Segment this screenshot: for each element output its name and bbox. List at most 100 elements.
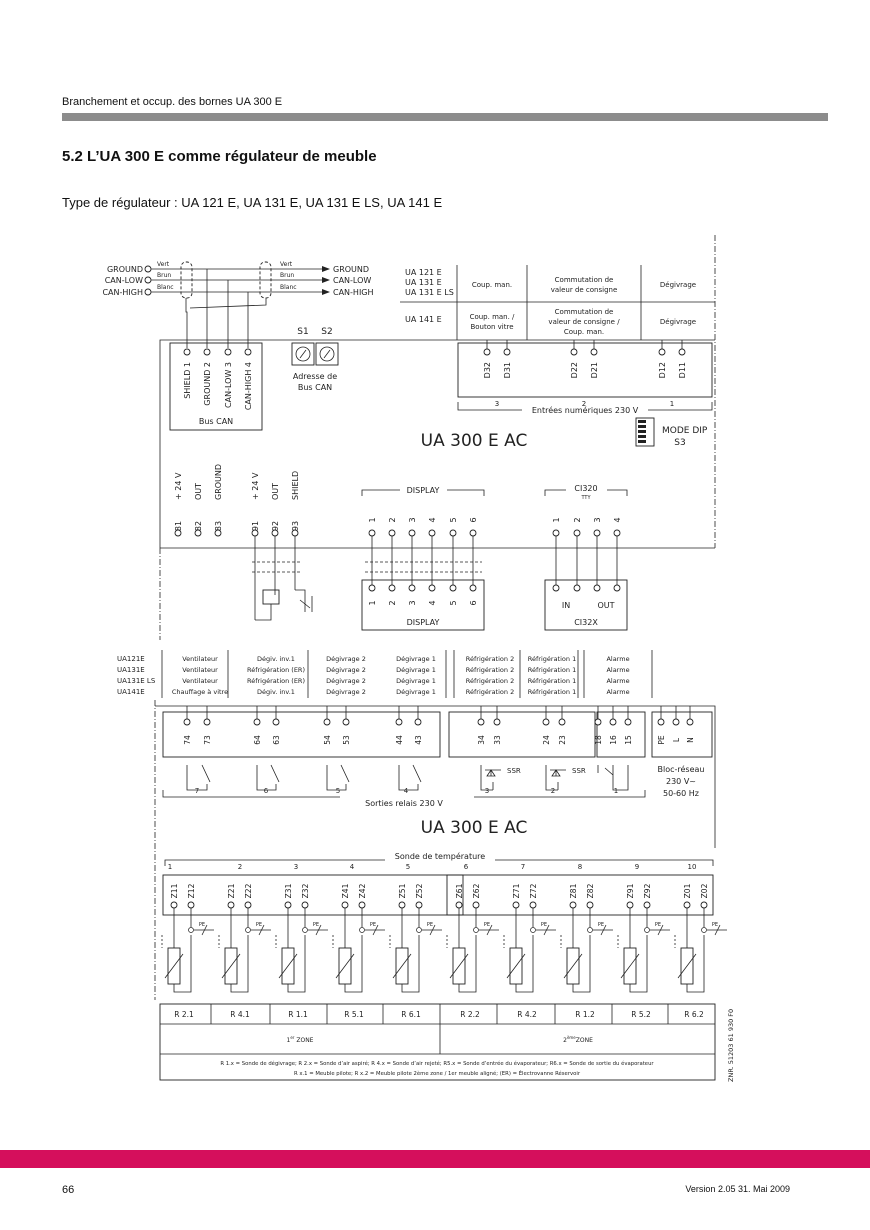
sensor-terminal — [301, 901, 309, 909]
relay-terminal — [558, 718, 566, 726]
relay-terminal — [657, 718, 665, 726]
sensor-terminal-label: Z41 — [341, 883, 350, 898]
wire — [458, 935, 477, 993]
display-terminal-number: 3 — [408, 517, 417, 522]
shield-wire — [189, 298, 267, 309]
bracket — [648, 402, 713, 411]
sensor-ref-table — [159, 1003, 716, 1081]
relay-terminal — [253, 718, 261, 726]
power-terminal — [174, 529, 182, 537]
pe-switch-icon — [359, 927, 365, 933]
wire-color-label: Brun — [280, 272, 294, 279]
input-function: Bouton vitre — [470, 323, 513, 331]
sensor-reference: R 2.1 — [174, 1010, 194, 1019]
display-terminal — [428, 584, 436, 592]
ci32x-out: OUT — [597, 601, 614, 610]
input-group-number: 3 — [495, 400, 499, 408]
model-label: UA 121 E — [405, 268, 442, 277]
bus-can-terminal-label: CAN-HIGH 4 — [244, 362, 253, 410]
relay-contact-icon — [256, 765, 277, 791]
relay-contact-icon — [186, 765, 208, 791]
dip-lever — [638, 420, 646, 423]
can-signal-label-left: GROUND — [107, 265, 143, 274]
pe-label: PE — [427, 922, 433, 928]
pe-label: PE — [541, 922, 547, 928]
relay-function: Réfrigération (ER) — [247, 677, 305, 685]
shield-right — [259, 261, 272, 299]
relay-terminal — [624, 718, 632, 726]
arrow-right-icon — [322, 266, 330, 272]
wire — [515, 935, 534, 993]
sensor-title: Sonde de température — [395, 851, 485, 861]
wire-color-label: Blanc — [280, 284, 297, 291]
relay-terminal-label: 53 — [342, 735, 351, 745]
relay-contact-icon — [398, 765, 419, 791]
display-terminal — [368, 584, 376, 592]
ci32x-terminal — [593, 584, 601, 592]
display-label: DISPLAY — [407, 486, 440, 495]
pe-switch-icon — [416, 927, 422, 933]
sensor-group-number: 8 — [578, 863, 582, 871]
sensor-reference: R 4.2 — [517, 1010, 537, 1019]
power-block-label: Bloc-réseau — [658, 764, 705, 774]
relay-function: Ventilateur — [182, 666, 218, 674]
relay-function: Réfrigération 1 — [528, 688, 576, 696]
power-terminal-number: 91 — [251, 521, 260, 531]
dial-pointer — [299, 349, 307, 359]
sensor-terminal-label: Z61 — [455, 883, 464, 898]
sensor-terminal-label: Z71 — [512, 883, 521, 898]
sensor-terminal — [398, 901, 406, 909]
display-terminal — [469, 584, 477, 592]
display-terminal — [408, 529, 416, 537]
relay-terminal-label: 73 — [203, 735, 212, 745]
relay-outputs-label: Sorties relais 230 V — [365, 799, 443, 808]
sensor-slash — [278, 953, 298, 979]
dip-name: S3 — [674, 438, 685, 448]
power-terminal-name: + 24 V — [251, 472, 260, 500]
relay-group-number: 4 — [404, 787, 409, 795]
pe-switch — [429, 924, 436, 936]
sensor-slash — [563, 953, 583, 979]
pe-switch — [714, 924, 721, 936]
bracket — [361, 489, 400, 496]
relay-terminal — [342, 718, 350, 726]
relay-terminal-label: PE — [657, 735, 666, 745]
display-terminal — [449, 529, 457, 537]
ci320-terminal — [573, 529, 581, 537]
header-rule — [62, 113, 828, 121]
pe-label: PE — [199, 922, 205, 928]
wire-color-label: Vert — [157, 261, 170, 268]
relay-switch — [201, 764, 211, 783]
sensor-terminal-label: Z22 — [244, 883, 253, 898]
bus-can-terminal — [183, 348, 191, 356]
ssr-icon — [485, 769, 501, 777]
relay-terminal-label: 54 — [323, 735, 332, 745]
relay-function: Ventilateur — [182, 655, 218, 663]
pe-label: PE — [598, 922, 604, 928]
relay-model-label: UA141E — [117, 688, 145, 696]
relay-model-label: UA131E LS — [117, 677, 156, 685]
display-terminal — [408, 584, 416, 592]
sensor-reference: R 6.2 — [684, 1010, 704, 1019]
alarm-terminal-box — [596, 711, 646, 758]
input-function: Commutation de — [555, 308, 614, 316]
relay-function: Chauffage à vitre — [172, 688, 228, 696]
display-terminal — [388, 529, 396, 537]
ssr-icon — [545, 765, 559, 791]
relay-switch — [412, 764, 422, 783]
relay-terminal — [542, 718, 550, 726]
sensor-group-number: 9 — [635, 863, 639, 871]
relay-terminal — [395, 718, 403, 726]
relay-terminal — [414, 718, 422, 726]
relay-function: Réfrigération 2 — [466, 655, 514, 663]
dip-label: MODE DIP — [662, 426, 708, 436]
pe-label: PE — [712, 922, 718, 928]
sensor-terminal-label: Z01 — [683, 883, 692, 898]
bus-can-terminal — [244, 348, 252, 356]
relay-terminal-label: 44 — [395, 735, 404, 745]
relay-function: Alarme — [606, 677, 629, 685]
relay-terminal-label: 15 — [624, 735, 633, 745]
display-terminal — [428, 529, 436, 537]
rotary-dial-icon — [319, 346, 335, 362]
shield-wire — [185, 298, 188, 348]
